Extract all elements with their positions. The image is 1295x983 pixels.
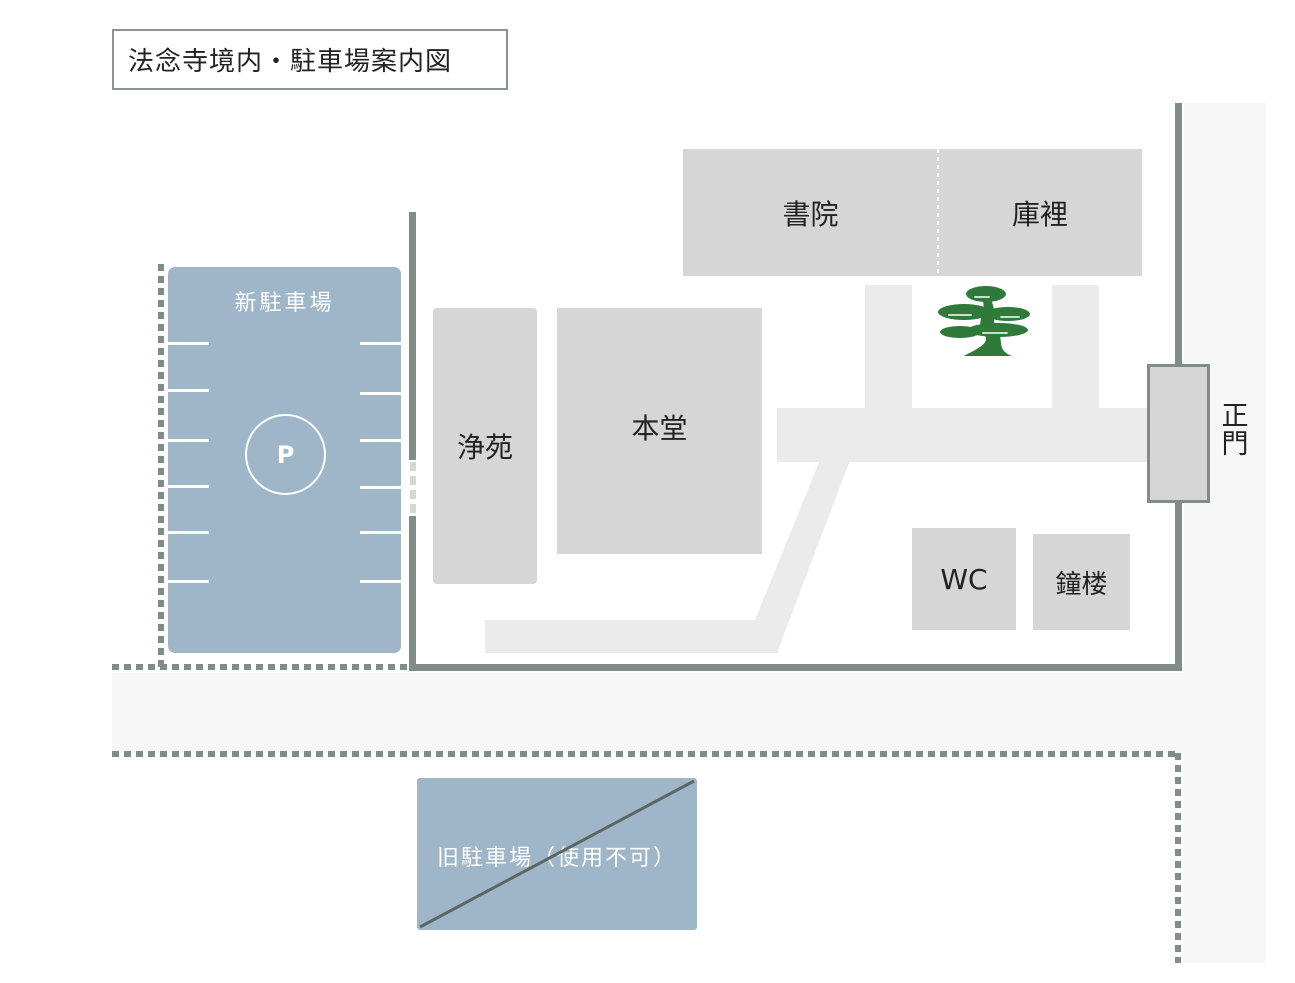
building-shoro: 鐘楼 (1033, 534, 1130, 630)
building-joen-label: 浄苑 (456, 431, 513, 464)
building-joen: 浄苑 (433, 308, 537, 584)
building-hondo-label: 本堂 (631, 412, 688, 445)
building-kuri: 庫裡 (938, 149, 1142, 276)
parking-stall-line (168, 389, 209, 392)
parking-stall-line (168, 531, 209, 534)
wall-west-lower (409, 516, 416, 668)
parking-stall-line (168, 439, 209, 442)
path-main (777, 408, 1149, 462)
dotted-boundary-parking-left (158, 264, 164, 669)
path-north-left (865, 285, 912, 410)
path-south (485, 620, 778, 653)
building-shoro-label: 鐘楼 (1055, 569, 1108, 600)
parking-stall-line (360, 439, 401, 442)
parking-stall-line (360, 486, 401, 489)
parking-stall-line (168, 342, 209, 345)
wall-south (409, 664, 1182, 671)
wall-west-upper (409, 212, 416, 460)
building-divider (937, 149, 939, 276)
parking-p-icon: P (245, 414, 326, 495)
map-title: 法念寺境内・駐車場案内図 (112, 29, 508, 90)
parking-stall-line (360, 342, 401, 345)
parking-stall-line (360, 580, 401, 583)
building-shoin: 書院 (683, 149, 938, 276)
main-gate-label-line1: 正 (1221, 401, 1249, 432)
main-gate (1147, 364, 1210, 503)
building-hondo: 本堂 (557, 308, 762, 554)
dotted-boundary-top-road (112, 664, 412, 670)
building-shoin-label: 書院 (782, 197, 839, 231)
building-wc: WC (912, 528, 1016, 630)
right-road (1184, 103, 1266, 963)
parking-stall-line (168, 580, 209, 583)
path-north-right (1052, 285, 1099, 410)
parking-stall-line (360, 531, 401, 534)
main-gate-label: 正 門 (1218, 403, 1252, 459)
building-kuri-label: 庫裡 (1011, 197, 1068, 231)
main-gate-label-line2: 門 (1221, 429, 1249, 460)
dotted-boundary-right-lower (1175, 753, 1181, 963)
building-wc-label: WC (940, 562, 988, 596)
parking-stall-line (168, 485, 209, 488)
bottom-road (112, 673, 1266, 753)
pine-tree-icon (938, 286, 1030, 356)
new-parking-label: 新駐車場 (234, 291, 335, 316)
dotted-boundary-bottom-road (112, 751, 1178, 757)
old-parking-label: 旧駐車場（使用不可） (436, 846, 677, 871)
old-parking-strike-line (419, 779, 695, 929)
parking-stall-line (360, 392, 401, 395)
wall-west-opening (410, 462, 416, 514)
